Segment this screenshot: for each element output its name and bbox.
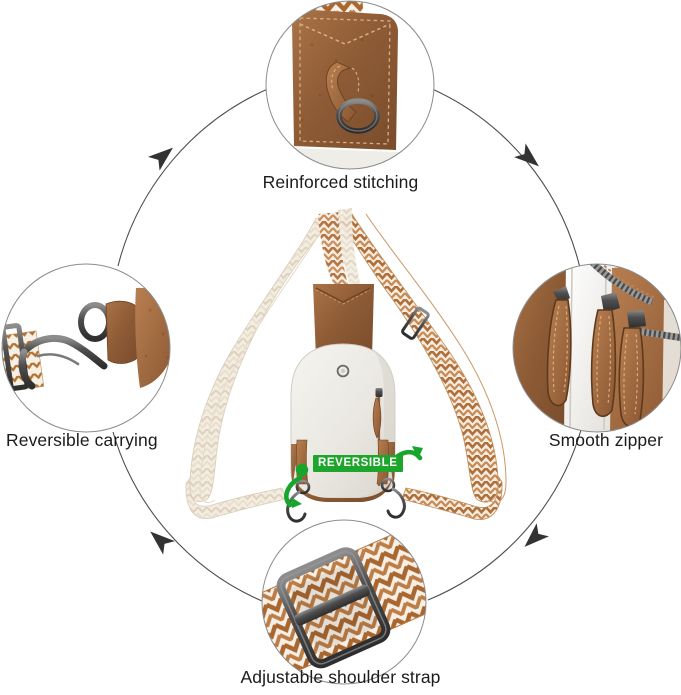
strap-slider-buckle <box>401 306 430 340</box>
arrow-top-left <box>148 147 173 171</box>
flow-arrowheads <box>148 143 549 555</box>
reversible-badge: REVERSIBLE <box>313 455 403 472</box>
feature-circle-adjustable-strap <box>261 519 427 685</box>
reversible-marker-left <box>284 463 309 508</box>
feature-circle-reversible-carrying <box>1 263 171 433</box>
feature-circle-reinforced-stitching <box>265 0 435 170</box>
slider-buckle <box>276 547 391 669</box>
feature-label-reversible-carrying: Reversible carrying <box>6 430 158 450</box>
feature-label-smooth-zipper: Smooth zipper <box>548 430 663 450</box>
zipper-chain-top <box>589 264 657 306</box>
feature-label-reinforced-stitching: Reinforced stitching <box>262 172 419 192</box>
arrow-top-right <box>514 143 539 167</box>
product-sling-bag <box>185 208 507 523</box>
feature-circle-smooth-zipper <box>512 263 681 433</box>
arrow-bottom-left <box>150 531 175 555</box>
arrow-bottom-right <box>524 523 549 547</box>
strap-top-gather <box>318 208 362 292</box>
zipper-pull-left <box>546 286 572 407</box>
d-ring-hardware <box>336 98 380 134</box>
zipper-pull-center <box>590 292 620 417</box>
bag-grommet <box>336 364 350 378</box>
leather-top-tab <box>313 284 374 358</box>
feature-label-adjustable-shoulder-strap: Adjustable shoulder strap <box>240 667 441 687</box>
flow-arc-ring <box>112 87 582 602</box>
